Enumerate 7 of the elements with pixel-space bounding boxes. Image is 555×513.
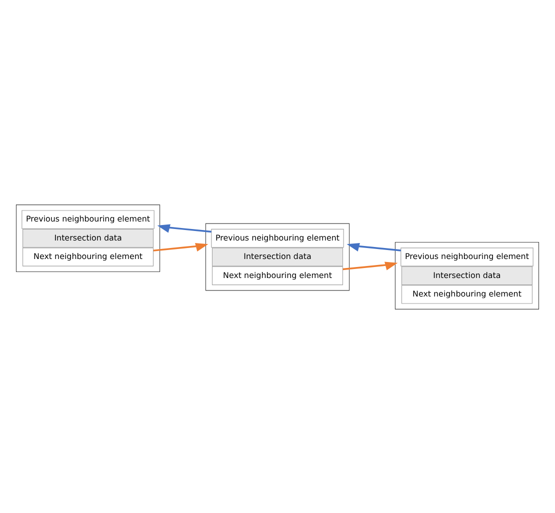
cluster <box>394 241 540 309</box>
arrow <box>157 224 212 232</box>
arrow <box>346 242 401 251</box>
arrow <box>153 242 208 252</box>
arrow <box>342 261 398 270</box>
cluster <box>205 222 350 290</box>
cluster <box>16 204 160 272</box>
